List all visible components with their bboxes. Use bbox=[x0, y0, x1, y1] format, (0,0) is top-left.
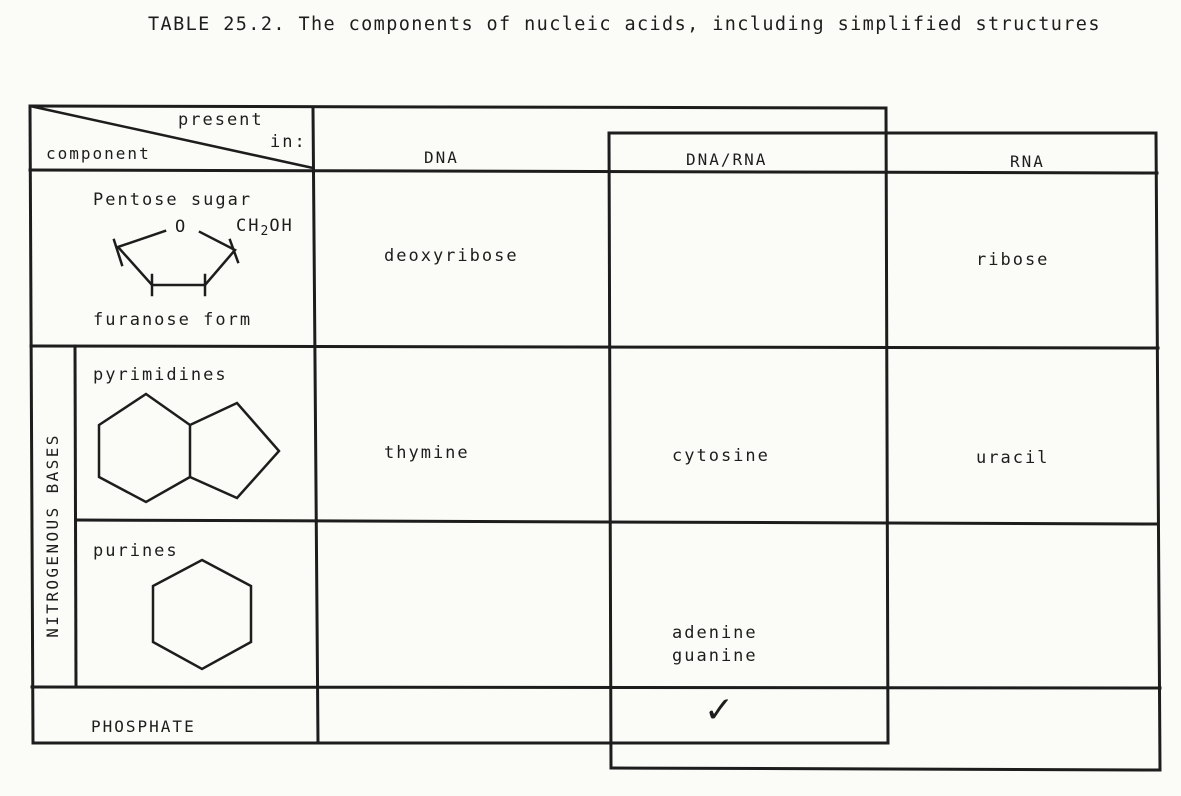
ch2oh-label: CH2OH bbox=[236, 216, 294, 239]
phosphate-title: PHOSPHATE bbox=[91, 717, 196, 736]
pyrimidines-dna-value: thymine bbox=[384, 443, 470, 463]
pentose-dna-value: deoxyribose bbox=[384, 246, 519, 266]
pyrimidines-rna-value: uracil bbox=[976, 448, 1050, 468]
header-in-label: in: bbox=[270, 132, 307, 152]
furanose-form-label: furanose form bbox=[93, 310, 253, 330]
phosphate-checkmark-icon: ✓ bbox=[704, 690, 735, 731]
purines-dna-rna-value-2: guanine bbox=[672, 646, 758, 666]
header-present-label: present bbox=[178, 110, 264, 130]
purines-structure-icon bbox=[151, 558, 253, 671]
ring-oxygen-label: O bbox=[175, 217, 188, 237]
table-caption: TABLE 25.2. The components of nucleic ac… bbox=[148, 14, 1101, 35]
nitrogenous-bases-label: NITROGENOUS BASES bbox=[42, 432, 62, 638]
column-header-rna: RNA bbox=[1010, 152, 1045, 171]
pyrimidines-dna-rna-value: cytosine bbox=[672, 446, 770, 466]
column-header-dna: DNA bbox=[424, 148, 459, 167]
pyrimidines-structure-icon bbox=[97, 392, 281, 504]
pentose-sugar-title: Pentose sugar bbox=[93, 190, 253, 210]
purines-title: purines bbox=[93, 541, 179, 561]
table-borders bbox=[28, 104, 1162, 772]
header-component-label: component bbox=[46, 144, 151, 163]
header-diagonal bbox=[28, 104, 315, 170]
purines-dna-rna-value-1: adenine bbox=[672, 623, 758, 643]
column-header-dna-rna: DNA/RNA bbox=[686, 150, 768, 169]
furanose-ring-icon bbox=[112, 229, 240, 297]
pyrimidines-title: pyrimidines bbox=[93, 365, 228, 385]
pentose-rna-value: ribose bbox=[976, 250, 1050, 270]
